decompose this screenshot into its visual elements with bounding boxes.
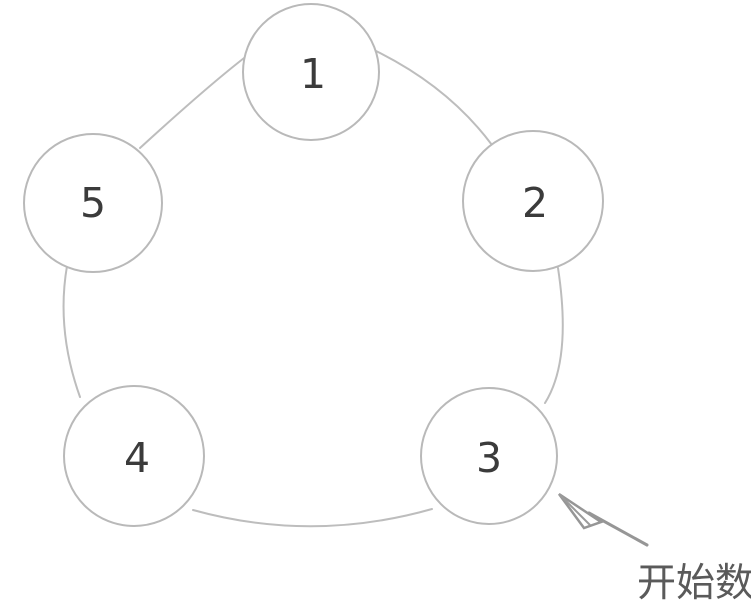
node-3-circle[interactable] (420, 387, 558, 525)
arrow-head-icon (557, 492, 604, 530)
start-annotation-arrow (557, 492, 649, 547)
node-4-label: 4 (124, 434, 150, 482)
node-5-circle[interactable] (23, 133, 163, 273)
node-2-circle[interactable] (462, 130, 604, 272)
node-4[interactable]: 4 (63, 385, 205, 527)
node-2[interactable]: 2 (462, 130, 604, 272)
start-annotation-label: 开始数 (637, 561, 751, 603)
edge-2-to-3-arc (544, 267, 564, 404)
node-3-label: 3 (476, 434, 502, 482)
node-1-circle[interactable] (242, 3, 380, 141)
edge-1-to-2-arc (373, 49, 493, 146)
node-1-label: 1 (300, 50, 326, 98)
node-5-label: 5 (80, 179, 106, 227)
edge-3-to-4-arc (192, 508, 433, 528)
arrow-shaft (587, 511, 649, 547)
node-2-label: 2 (522, 179, 548, 227)
node-group: 1 2 3 4 5 (23, 3, 604, 527)
edge-4-to-5-arc (62, 265, 81, 398)
node-5[interactable]: 5 (23, 133, 163, 273)
edge-group (62, 49, 564, 528)
node-1[interactable]: 1 (242, 3, 380, 141)
edge-5-to-1-arc (139, 54, 249, 149)
arrow-head-crease (558, 493, 591, 526)
node-4-circle[interactable] (63, 385, 205, 527)
node-3[interactable]: 3 (420, 387, 558, 525)
